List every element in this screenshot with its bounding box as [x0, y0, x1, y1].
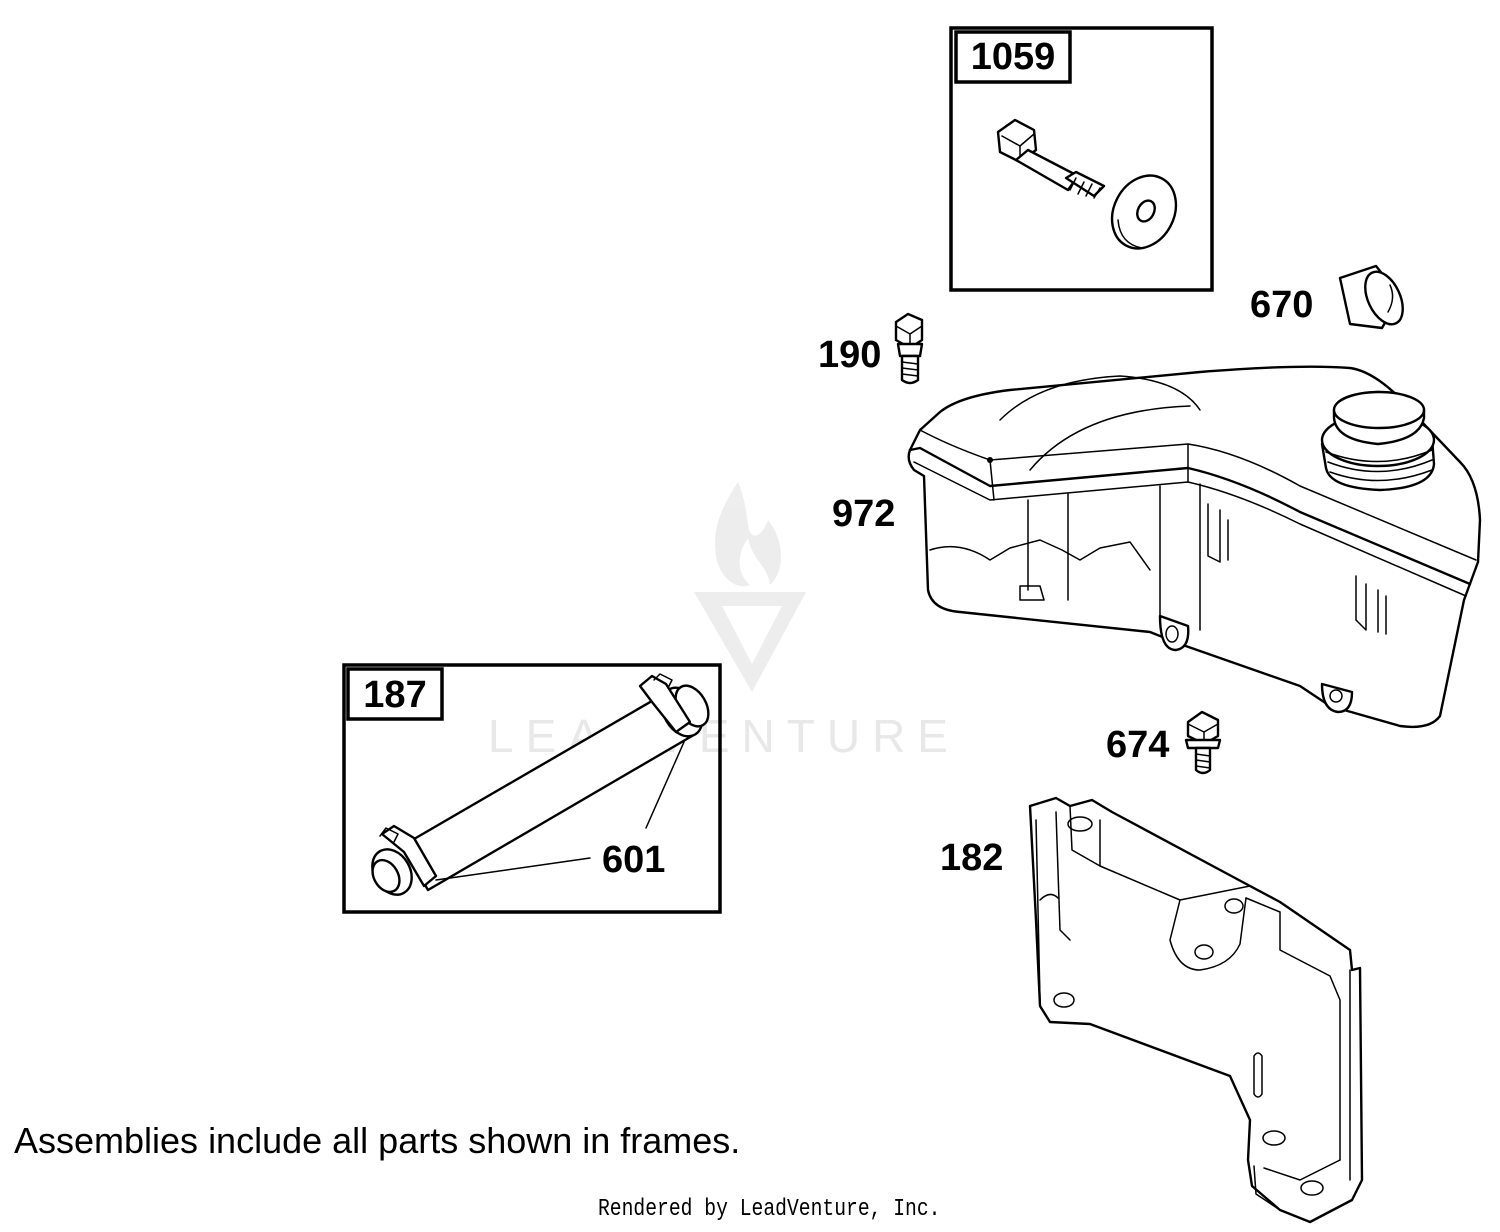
- leader-line-601-lower: [435, 857, 591, 881]
- frame-1059-tag: 1059: [971, 36, 1056, 78]
- frame-187: 187 601: [342, 663, 722, 914]
- callout-182: 182: [940, 837, 1003, 879]
- callout-670: 670: [1250, 284, 1313, 326]
- frame-1059: 1059: [949, 26, 1214, 292]
- washer-part: [1110, 174, 1178, 250]
- render-credit: Rendered by LeadVenture, Inc.: [598, 1196, 941, 1223]
- flame-icon: [714, 482, 782, 587]
- callout-190: 190: [818, 334, 881, 376]
- fuel-tank-part-972: [907, 365, 1482, 729]
- assembly-note: Assemblies include all parts shown in fr…: [14, 1120, 741, 1161]
- callout-601: 601: [602, 839, 665, 881]
- fuel-hose-part: [371, 673, 710, 896]
- chevron-logo-icon: [694, 592, 806, 692]
- bracket-part-182: [1028, 796, 1364, 1224]
- leadventure-watermark: LEADVENTURE: [488, 482, 948, 762]
- frame-187-tag: 187: [363, 674, 426, 716]
- spacer-part-670: [1338, 264, 1404, 330]
- leader-line-601-upper: [645, 741, 685, 829]
- callout-972: 972: [832, 493, 895, 535]
- callout-674: 674: [1106, 724, 1169, 766]
- shoulder-bolt-part: [996, 118, 1106, 199]
- bolt-part-674: [1184, 710, 1222, 775]
- bolt-part-190: [894, 312, 924, 385]
